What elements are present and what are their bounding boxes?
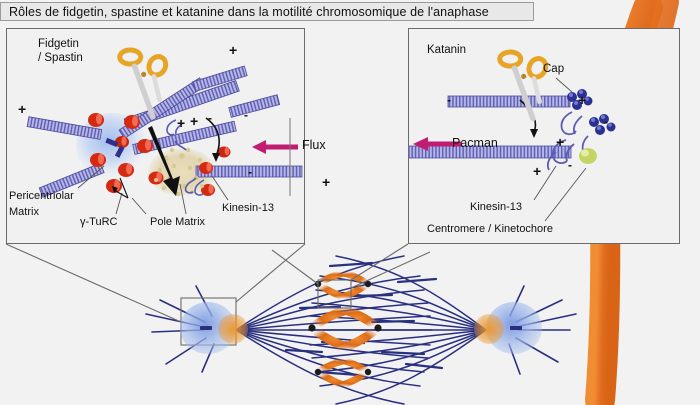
chromosome-pair-top (314, 268, 372, 303)
panel-right-kinetochore (408, 28, 680, 244)
polarity-mark-plus-13: + (533, 163, 542, 179)
figure-title-bar: Rôles de fidgetin, spastine et katanine … (0, 2, 534, 21)
spindle-pole-right-matrix (474, 314, 504, 344)
label-fidgetin-spastin-2: / Spastin (38, 52, 83, 64)
polarity-mark-minus-2: - (208, 111, 212, 125)
label-kinesin13-right: Kinesin-13 (470, 201, 522, 213)
label-flux: Flux (302, 138, 326, 152)
chromosome-pair-bottom (314, 355, 372, 391)
polarity-mark-plus-5: + (177, 115, 186, 131)
label-cap: Cap (543, 63, 565, 75)
label-pole-matrix: Pole Matrix (150, 216, 206, 228)
chromosome-callout-box (317, 279, 352, 309)
polarity-mark-plus-7: + (322, 174, 331, 190)
centriole-right (510, 326, 522, 330)
label-fidgetin-spastin: Fidgetin (38, 38, 79, 50)
spindle-fibers-left (235, 255, 433, 405)
label-kinesin13-left: Kinesin-13 (222, 202, 274, 214)
overview-chromosomes (307, 268, 383, 391)
label-katanin: Katanin (427, 44, 467, 56)
polarity-mark-minus-12: - (568, 158, 572, 172)
chromosome-pair-middle (307, 303, 383, 355)
polarity-mark-minus-6: - (248, 165, 252, 179)
centriole-left (200, 326, 212, 330)
label-pericentriolar-matrix-2: Matrix (9, 206, 39, 218)
polarity-mark-minus-8: - (447, 93, 451, 107)
label-pacman: Pacman (452, 136, 498, 150)
spindle-pole-left-matrix (218, 314, 248, 344)
polarity-mark-plus-9: + (578, 92, 587, 108)
polarity-mark-plus-0: + (18, 101, 27, 117)
spindle-fibers-right (307, 255, 487, 405)
polarity-mark-minus-4: - (244, 108, 248, 122)
polarity-mark-plus-11: + (556, 134, 565, 150)
polarity-mark-minus-10: - (604, 115, 608, 129)
polarity-mark-plus-3: + (229, 42, 238, 58)
interpolar-mt-segments (284, 261, 444, 377)
polarity-mark-plus-1: + (190, 113, 199, 129)
page-title: Rôles de fidgetin, spastine et katanine … (9, 5, 489, 19)
label-gamma-turc: γ-TuRC (80, 216, 118, 228)
label-centromere-kinetochore: Centromere / Kinetochore (427, 223, 553, 235)
label-pericentriolar-matrix: Pericentriolar (9, 190, 74, 202)
